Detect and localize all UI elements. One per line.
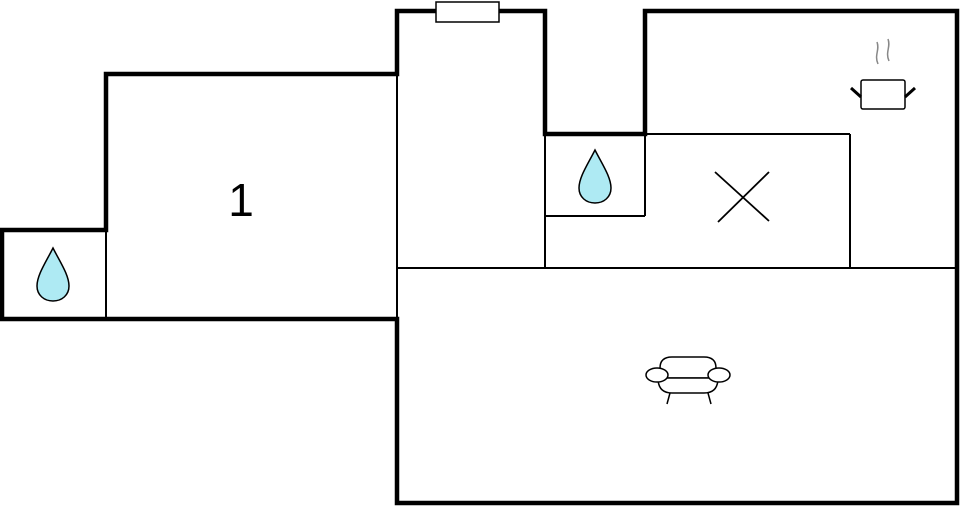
room-label: 1 [228, 174, 254, 226]
cooking-pot-icon [849, 38, 917, 110]
water-drop-icon [578, 148, 612, 204]
water-drop-icon [36, 246, 70, 302]
interior-walls [105, 74, 957, 319]
armchair-icon [645, 356, 731, 405]
window-icon [435, 1, 500, 23]
cross-icon [714, 171, 770, 223]
outer-wall [0, 8, 960, 506]
